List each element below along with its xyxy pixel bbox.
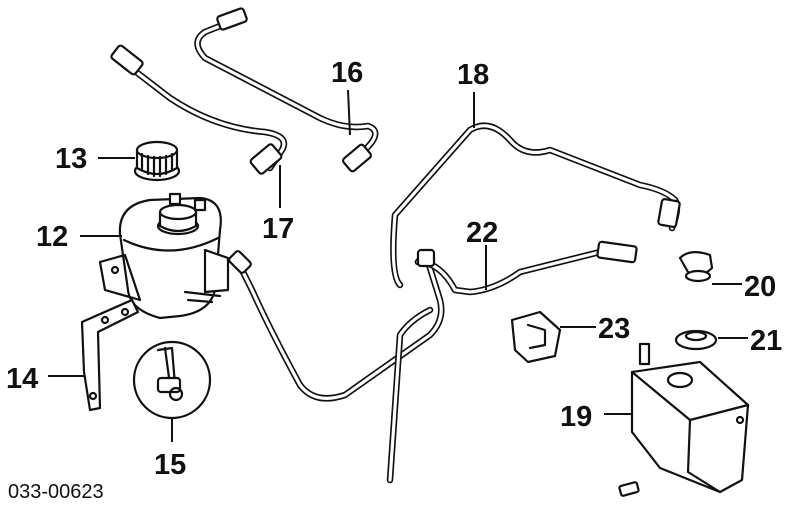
callout-16: 16 [331,57,363,89]
callout-14: 14 [6,363,38,395]
callout-22: 22 [466,217,498,249]
callout-13: 13 [55,143,87,175]
hose-18 [390,122,681,289]
callout-23: 23 [598,313,630,345]
diagram-id: 033-00623 [8,481,104,503]
washer-tank-19 [618,342,750,497]
hose-16 [194,7,379,173]
callout-20: 20 [744,271,776,303]
leader-lines [48,89,748,442]
callout-19: 19 [560,401,592,433]
expansion-tank-12 [98,192,230,320]
callout-21: 21 [750,325,782,357]
connector-20 [678,251,714,283]
callout-17: 17 [262,213,294,245]
bracket-14 [80,298,140,412]
clamp-23 [510,310,562,364]
grommet-21 [674,329,718,351]
callout-18: 18 [457,59,489,91]
reservoir-cap-13 [133,140,181,182]
callout-15: 15 [154,449,186,481]
detail-15 [132,340,212,420]
callout-12: 12 [36,221,68,253]
hose-22 [386,240,638,484]
hose-17 [110,44,288,175]
